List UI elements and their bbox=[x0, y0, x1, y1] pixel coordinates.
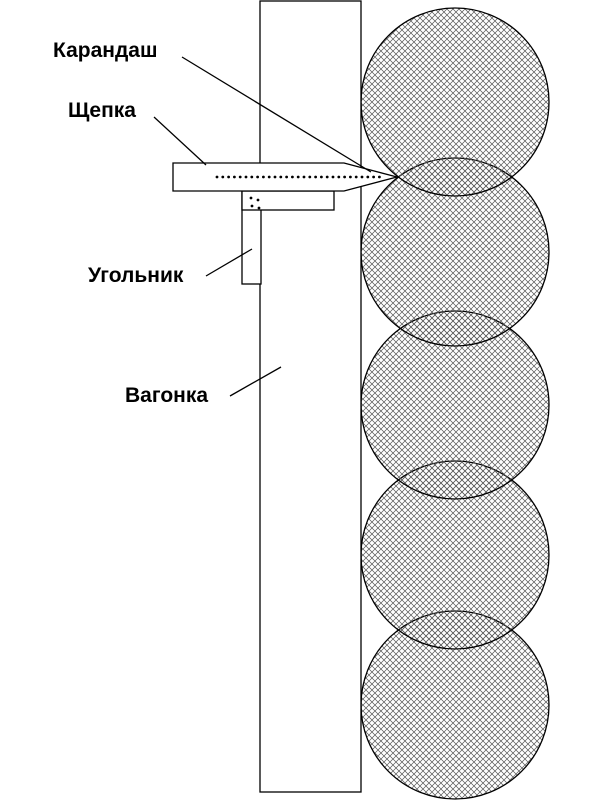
pencil-dot bbox=[337, 175, 341, 179]
pencil-dot bbox=[308, 175, 312, 179]
pencil-dot bbox=[279, 175, 283, 179]
pencil-dot bbox=[291, 175, 294, 179]
pencil-dot bbox=[233, 175, 236, 179]
pencil-dot bbox=[267, 175, 271, 179]
pencil-label: Карандаш bbox=[53, 39, 157, 62]
log bbox=[360, 7, 550, 197]
pencil-dot bbox=[366, 175, 370, 179]
pencil-dot bbox=[238, 175, 242, 179]
pencil-dot bbox=[302, 175, 306, 179]
pencil-dot bbox=[227, 175, 231, 179]
pencil-dot bbox=[250, 175, 254, 179]
pencil-dot bbox=[215, 175, 219, 179]
pencil-dot bbox=[378, 175, 381, 179]
pencil-dot bbox=[372, 175, 375, 179]
pencil-dot bbox=[244, 175, 248, 179]
log-wall bbox=[360, 7, 550, 800]
pencil-dot bbox=[262, 175, 265, 179]
pencil-dot bbox=[331, 175, 335, 179]
square-rivet bbox=[250, 204, 254, 208]
pencil-dot bbox=[285, 175, 288, 179]
board-label: Вагонка bbox=[125, 384, 208, 407]
board-leader-line bbox=[229, 366, 282, 397]
chip-leader-line bbox=[153, 116, 207, 166]
chip-label: Щепка bbox=[68, 99, 136, 122]
square-rivet bbox=[257, 206, 261, 210]
pencil-dot bbox=[325, 175, 329, 179]
pencil-dot bbox=[256, 175, 259, 179]
pencil-leader-line bbox=[181, 56, 372, 173]
pencil-dot bbox=[314, 175, 317, 179]
board bbox=[259, 0, 362, 793]
pencil-dot bbox=[343, 175, 346, 179]
square-rivet bbox=[256, 198, 260, 202]
pencil-dot bbox=[349, 175, 352, 179]
square-leader-line bbox=[205, 248, 253, 277]
pencil-dot bbox=[221, 175, 225, 179]
square-label: Угольник bbox=[88, 264, 184, 287]
chip-with-pencil bbox=[172, 162, 400, 192]
square-joint bbox=[243, 192, 261, 209]
pencil-dot bbox=[296, 175, 300, 179]
pencil-dot bbox=[320, 175, 323, 179]
pencil-dots bbox=[215, 175, 381, 179]
pencil-dot bbox=[273, 175, 277, 179]
pencil-dot bbox=[360, 175, 364, 179]
pencil-dot bbox=[354, 175, 358, 179]
square-rivet bbox=[249, 196, 253, 200]
chip bbox=[172, 162, 400, 192]
